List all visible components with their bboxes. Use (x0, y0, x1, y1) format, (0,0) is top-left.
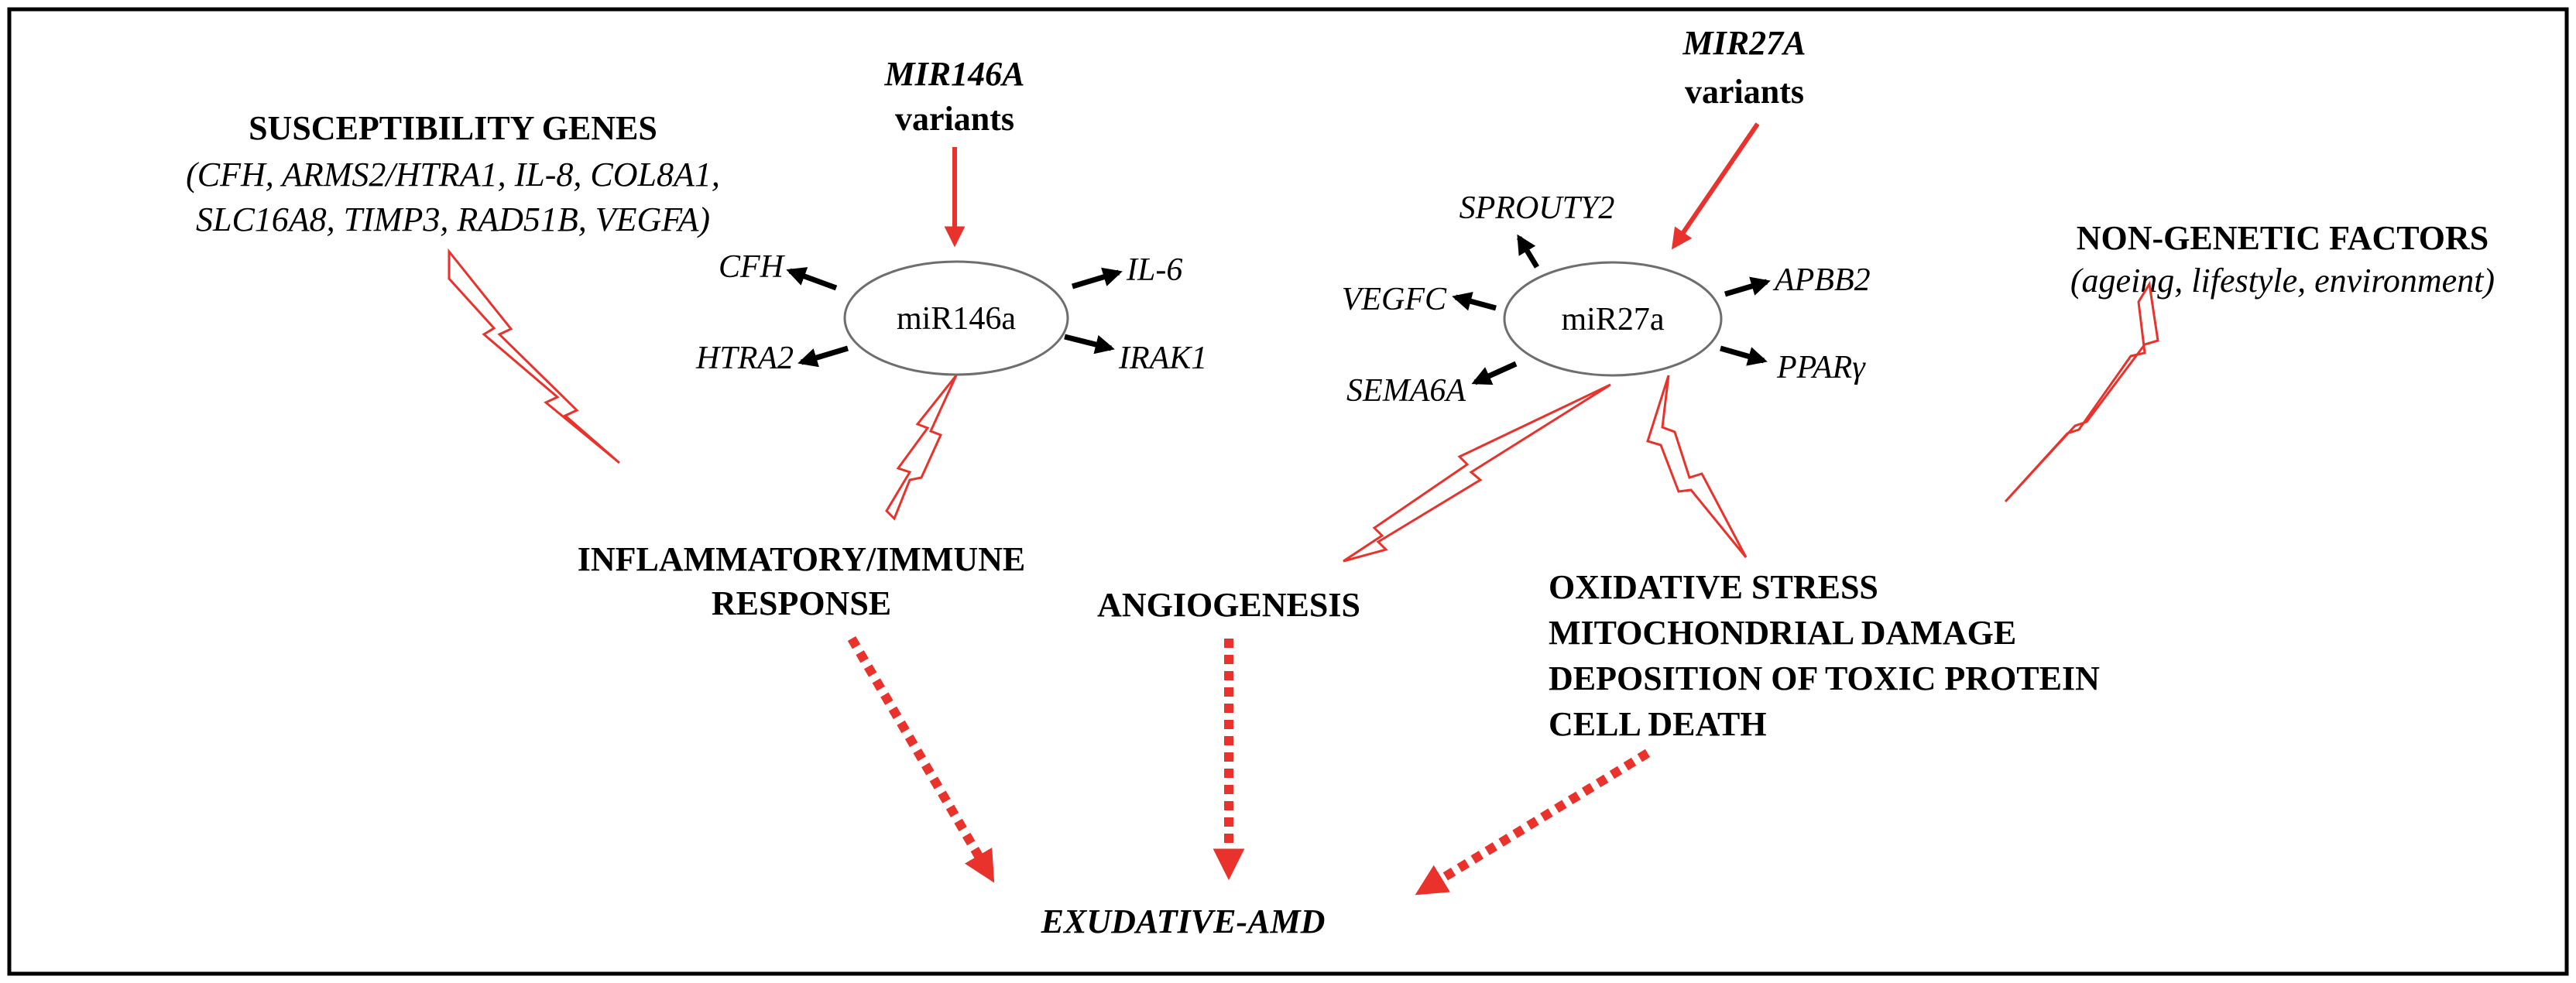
diagram-border (7, 7, 2569, 976)
dotted-arrow-inflammatory (847, 635, 995, 883)
target-apbb2: APBB2 (1772, 262, 1871, 298)
inflammatory-line1: INFLAMMATORY/IMMUNE (578, 540, 1026, 578)
lightning-bolt-non-genetic (2004, 280, 2159, 503)
arrow-to-irak1 (1064, 334, 1115, 354)
arrow-to-ppar (1720, 345, 1768, 366)
mir27a-node (1503, 261, 1723, 377)
mir146a-variant-sub: variants (895, 100, 1014, 138)
inflammatory-line2: RESPONSE (712, 584, 891, 622)
non-genetic-sub: (ageing, lifestyle, environment) (2070, 262, 2495, 300)
lightning-bolt-oxidative (1646, 375, 1748, 558)
arrow-to-sprouty2 (1517, 234, 1539, 269)
susceptibility-genes-line1: (CFH, ARMS2/HTRA1, IL-8, COL8A1, (186, 156, 720, 194)
target-il6: IL-6 (1126, 252, 1182, 288)
dotted-arrow-oxidative (1415, 748, 1651, 896)
arrow-to-cfh (786, 267, 838, 291)
mir27a-variant-title: MIR27A (1682, 24, 1806, 62)
mir27a-node-label: miR27a (1562, 302, 1665, 337)
arrow-to-sema6a (1471, 361, 1518, 385)
arrow-to-vegfc (1452, 292, 1497, 311)
mir146a-variant-title: MIR146A (884, 55, 1025, 93)
target-vegfc: VEGFC (1342, 282, 1447, 317)
lightning-bolt-mir146a (885, 375, 958, 521)
oxidative-line3: DEPOSITION OF TOXIC PROTEIN (1549, 659, 2100, 697)
target-ppar-gamma: PPARγ (1776, 350, 1866, 385)
target-irak1: IRAK1 (1118, 341, 1207, 376)
mir27a-variant-sub: variants (1685, 73, 1804, 111)
lightning-bolt-angiogenesis (1343, 383, 1611, 563)
lightning-bolt-susceptibility (448, 248, 620, 464)
mir146a-node (843, 260, 1069, 376)
arrow-to-apbb2 (1724, 276, 1771, 297)
arrow-to-il6 (1071, 267, 1123, 289)
arrow-to-htra2 (797, 345, 849, 368)
oxidative-line4: CELL DEATH (1549, 705, 1767, 743)
target-sprouty2: SPROUTY2 (1460, 190, 1615, 226)
outcome-exudative-amd: EXUDATIVE-AMD (1041, 903, 1326, 940)
oxidative-line1: OXIDATIVE STRESS (1549, 568, 1878, 606)
target-sema6a: SEMA6A (1346, 373, 1466, 409)
susceptibility-title: SUSCEPTIBILITY GENES (249, 109, 657, 147)
mir27a-variant-arrow (1671, 122, 1760, 250)
oxidative-line2: MITOCHONDRIAL DAMAGE (1549, 614, 2016, 652)
mir146a-node-label: miR146a (897, 301, 1016, 337)
angiogenesis-label: ANGIOGENESIS (1097, 586, 1360, 624)
non-genetic-title: NON-GENETIC FACTORS (2077, 219, 2489, 257)
target-htra2: HTRA2 (695, 341, 794, 376)
target-cfh: CFH (719, 249, 786, 285)
susceptibility-genes-line2: SLC16A8, TIMP3, RAD51B, VEGFA) (196, 200, 710, 238)
